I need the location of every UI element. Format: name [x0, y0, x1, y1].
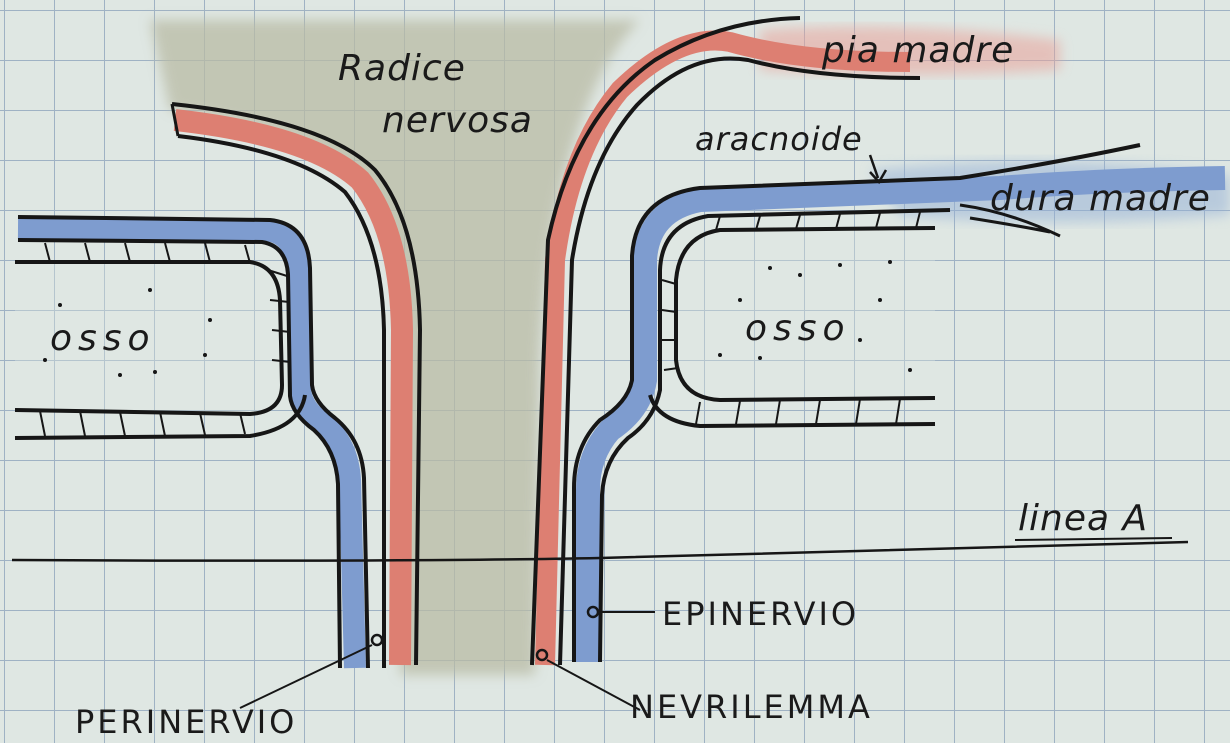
pia-madre-label: pia madre — [821, 30, 1014, 71]
radice-label-line2: nervosa — [382, 100, 533, 141]
dura-madre-label: dura madre — [990, 178, 1211, 219]
radice-label-line1: Radice — [338, 48, 466, 89]
epinervio-label: EPINERVIO — [662, 595, 859, 633]
perinervio-label: PERINERVIO — [75, 703, 297, 741]
nevrilemma-label: NEVRILEMMA — [630, 688, 873, 726]
osso-right-label: osso — [745, 308, 851, 349]
aracnoide-label: aracnoide — [695, 120, 863, 158]
osso-left-label: osso — [50, 318, 156, 359]
linea-a-label: linea A — [1018, 498, 1148, 539]
